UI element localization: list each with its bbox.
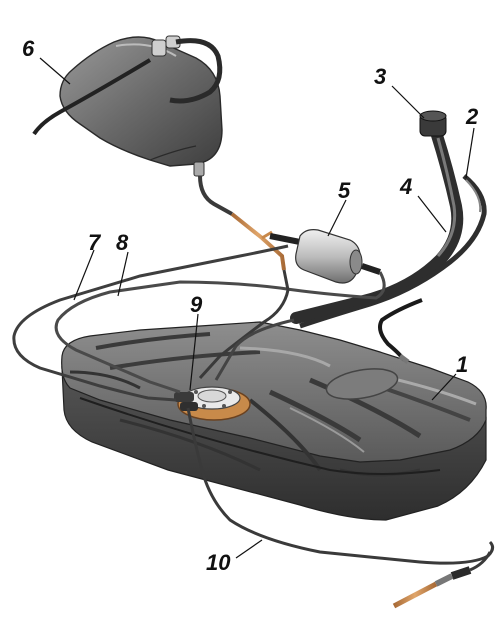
canister-body bbox=[59, 36, 223, 167]
tank-rib bbox=[109, 350, 261, 370]
fuel-filter bbox=[269, 229, 381, 284]
fuel-line-8 bbox=[54, 271, 386, 394]
filler-cap-top bbox=[419, 110, 447, 122]
engine-feed-tail bbox=[469, 551, 492, 572]
callout-7: 7 bbox=[88, 230, 102, 255]
leader-line-2 bbox=[465, 127, 475, 179]
callout-9: 9 bbox=[190, 292, 203, 317]
leader-line-8 bbox=[117, 251, 129, 297]
fuel-tank bbox=[61, 321, 487, 521]
copper-pipe bbox=[230, 212, 286, 271]
leader-line-3 bbox=[391, 85, 425, 119]
evap-canister bbox=[59, 35, 223, 177]
canister-top-hose bbox=[169, 38, 223, 104]
vent-tube bbox=[299, 174, 487, 329]
vent-tube-highlight bbox=[465, 179, 482, 213]
canister-vent-hose bbox=[32, 58, 152, 136]
filler-neck bbox=[290, 126, 464, 324]
callout-3: 3 bbox=[374, 64, 386, 89]
engine-feed-connector bbox=[434, 573, 454, 587]
engine-feed-copper bbox=[392, 581, 438, 609]
filter-outlet-hose bbox=[361, 263, 381, 275]
leader-line-4 bbox=[417, 195, 447, 233]
leader-line-1 bbox=[431, 373, 457, 401]
callout-5: 5 bbox=[338, 178, 351, 203]
tank-rib bbox=[268, 389, 362, 443]
engine-feed-connector bbox=[450, 566, 472, 580]
filter-inlet-hose bbox=[269, 233, 301, 245]
pump-bolt bbox=[202, 404, 206, 408]
pump-bolt bbox=[194, 390, 198, 394]
canister-bottom-port bbox=[193, 161, 205, 177]
pump-connector bbox=[180, 402, 198, 411]
fuel-line-7 bbox=[12, 244, 289, 402]
filter-end-cap bbox=[349, 249, 363, 275]
tank-rib bbox=[95, 332, 211, 350]
fuel-pump-module bbox=[174, 386, 251, 421]
callout-4: 4 bbox=[399, 174, 412, 199]
leader-line-10 bbox=[235, 539, 263, 559]
canister-bottom-lip bbox=[149, 145, 197, 161]
leader-line-6 bbox=[39, 57, 71, 85]
callout-6: 6 bbox=[22, 36, 35, 61]
filler-neck-highlight bbox=[436, 137, 457, 258]
pump-bolt bbox=[228, 390, 232, 394]
canister-port bbox=[151, 39, 167, 57]
tank-highlight bbox=[239, 346, 331, 368]
callout-1: 1 bbox=[456, 352, 468, 377]
copper-pipe bbox=[261, 230, 273, 240]
leader-line-5 bbox=[327, 199, 347, 237]
tank-rib bbox=[69, 370, 141, 390]
leader-lines bbox=[39, 57, 475, 559]
callout-2: 2 bbox=[465, 104, 479, 129]
leader-line-7 bbox=[73, 249, 95, 301]
filler-cap bbox=[419, 110, 447, 137]
callout-10: 10 bbox=[206, 550, 231, 575]
tank-highlight bbox=[389, 376, 477, 406]
pump-bolt bbox=[222, 404, 226, 408]
tank-rib bbox=[309, 377, 422, 439]
return-line bbox=[198, 269, 290, 380]
filler-hose-clamp bbox=[398, 354, 410, 364]
callout-8: 8 bbox=[116, 230, 129, 255]
filler-drain-hose bbox=[378, 298, 423, 362]
tank-flange bbox=[79, 397, 441, 475]
pump-connector bbox=[174, 392, 194, 402]
tank-highlight bbox=[289, 407, 365, 453]
tank-oval-emboss bbox=[325, 368, 399, 400]
supply-line bbox=[214, 318, 295, 381]
pump-cover-center bbox=[197, 389, 227, 403]
canister-edge-highlight bbox=[115, 43, 177, 57]
tank-rib bbox=[248, 398, 322, 472]
leader-line-9 bbox=[189, 313, 199, 391]
canister-down-hose bbox=[198, 175, 233, 216]
